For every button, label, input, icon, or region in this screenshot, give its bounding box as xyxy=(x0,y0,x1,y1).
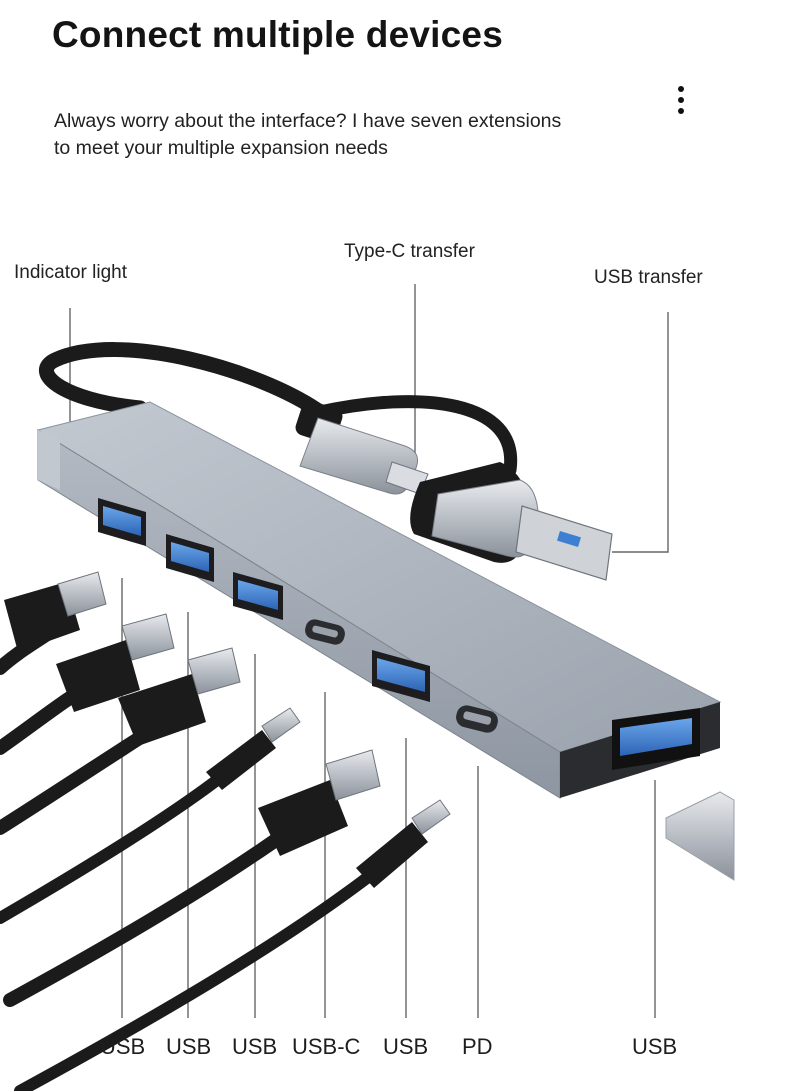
page-subtitle: Always worry about the interface? I have… xyxy=(54,108,654,162)
hub-cable xyxy=(39,342,328,420)
cable-5 xyxy=(3,823,297,1007)
usb-a-plug-head-3 xyxy=(118,647,241,746)
usb-a-plug-head-4 xyxy=(258,749,381,856)
metal-block xyxy=(665,791,735,881)
usb-port-2 xyxy=(166,534,214,582)
usb-a-plug-head-1 xyxy=(4,571,107,652)
subtitle-line-2: to meet your multiple expansion needs xyxy=(54,137,388,159)
usb-c-plug-head-2 xyxy=(356,799,451,888)
hub-ports xyxy=(98,498,700,770)
type-c-plug-icon xyxy=(295,400,429,495)
usb-transfer-leader xyxy=(612,312,669,553)
hub-cable-branch xyxy=(313,395,518,477)
port-label-usb-5: USB xyxy=(632,1034,678,1059)
subtitle-line-1: Always worry about the interface? I have… xyxy=(54,110,562,132)
port-label-usb-2: USB xyxy=(166,1034,212,1059)
pd-port xyxy=(456,705,498,733)
menu-dot xyxy=(678,108,684,114)
port-label-usb-4: USB xyxy=(383,1034,429,1059)
usb-port-side xyxy=(612,708,700,770)
usb-port-3 xyxy=(233,572,283,620)
cable-6 xyxy=(14,854,396,1091)
usb-transfer-label: USB transfer xyxy=(594,267,703,288)
type-c-transfer-label: Type-C transfer xyxy=(344,241,475,262)
menu-dot xyxy=(678,97,684,103)
kebab-menu-icon[interactable] xyxy=(668,80,694,120)
port-label-pd: PD xyxy=(462,1034,493,1059)
port-label-usb-3: USB xyxy=(232,1034,278,1059)
indicator-light-label: Indicator light xyxy=(14,262,128,283)
usb-a-plug-icon xyxy=(410,462,613,581)
hub-body xyxy=(36,401,722,799)
usb-a-plug-head-2 xyxy=(56,613,175,712)
port-label-usb-1: USB xyxy=(100,1034,146,1059)
usb-port-1 xyxy=(98,498,146,546)
page-title: Connect multiple devices xyxy=(52,14,503,55)
menu-dot xyxy=(678,86,684,92)
port-label-usb-c: USB-C xyxy=(292,1034,361,1059)
usb-c-plug-head-1 xyxy=(206,707,301,790)
usb-port-4 xyxy=(372,650,430,702)
usb-c-port xyxy=(305,619,345,645)
cable-4 xyxy=(0,764,236,924)
